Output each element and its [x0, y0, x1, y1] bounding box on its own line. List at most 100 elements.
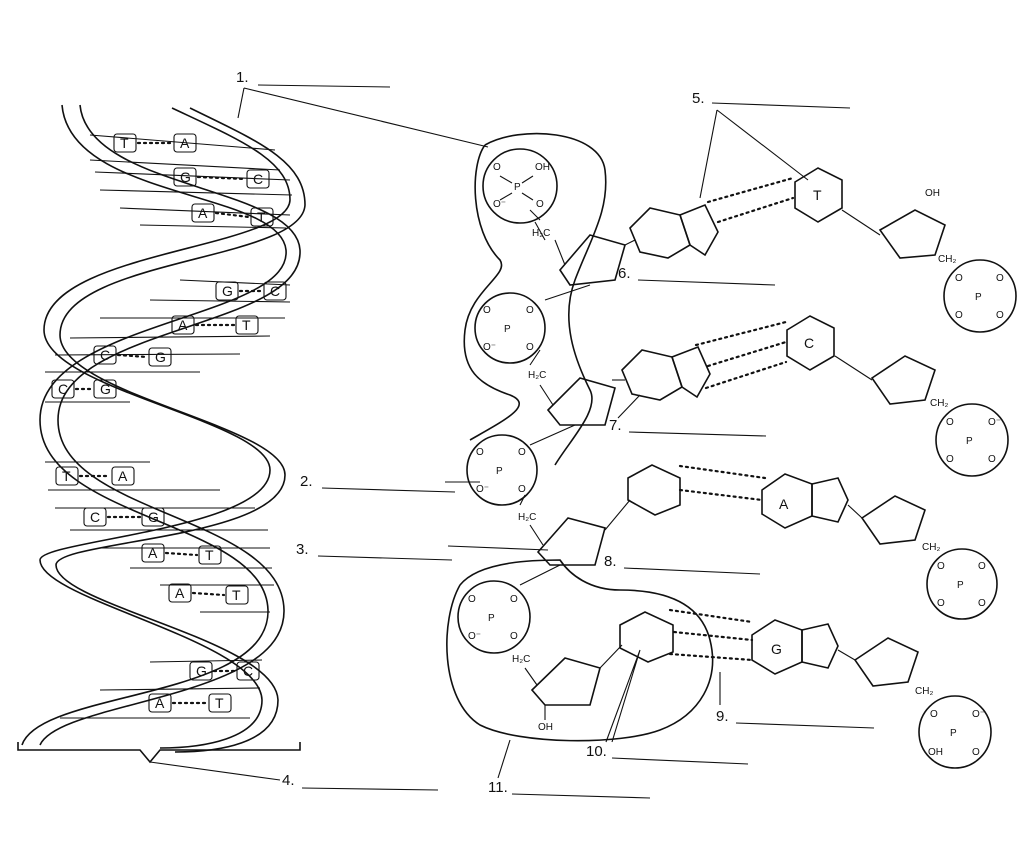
svg-text:O⁻: O⁻ [972, 709, 985, 720]
label-7-number: 7. [609, 417, 622, 434]
label-9-number: 9. [716, 708, 729, 725]
sugar-left-3: H₂C [518, 494, 606, 566]
helix-hbond-9 [164, 551, 199, 557]
sugar-right-1: OH CH₂ [841, 188, 956, 265]
svg-text:P: P [966, 436, 973, 447]
helix-base-right-7: A [118, 468, 128, 484]
label-3-number: 3. [296, 541, 309, 558]
label-6-number: 6. [618, 265, 631, 282]
svg-text:O: O [978, 598, 986, 609]
helix-base-box-left-6 [51, 379, 75, 399]
helix-base-right-5: G [155, 349, 166, 365]
svg-text:O: O [988, 454, 996, 465]
helix-base-box-right-10 [225, 585, 249, 605]
phosphate-right-4: P O O⁻ OH O [918, 695, 992, 769]
phosphate-left-4: P O O O⁻ O [457, 580, 531, 654]
helix-base-right-12: T [215, 695, 224, 711]
chemical-structure: P O OH O⁻ O P O O O⁻ O P O O O⁻ O [446, 132, 1017, 769]
helix-strand-a-edge [39, 104, 301, 746]
svg-text:O: O [972, 747, 980, 758]
phosphate-right-1: P O O O O [943, 259, 1017, 333]
svg-text:P: P [950, 728, 957, 739]
base-right-2-letter: C [804, 335, 814, 351]
helix-bracket [17, 742, 301, 764]
nucleotide-outline-bottom [446, 559, 714, 742]
label-10-number: 10. [586, 743, 607, 760]
helix-base-left-7: T [62, 468, 71, 484]
helix-base-right-6: G [100, 381, 111, 397]
svg-text:O: O [937, 598, 945, 609]
helix-base-left-10: A [175, 585, 185, 601]
svg-text:OH: OH [538, 722, 553, 733]
helix-base-left-8: C [90, 509, 100, 525]
svg-text:O: O [996, 310, 1004, 321]
phosphate-left-2: P O O O⁻ O [474, 292, 546, 364]
sugar-right-2: CH₂ [834, 355, 948, 409]
label-11-number: 11. [488, 779, 508, 796]
helix-base-right-4: T [242, 317, 251, 333]
phosphate-left-1: P O OH O⁻ O [482, 148, 558, 224]
svg-text:O: O [955, 273, 963, 284]
helix-base-box-left-0 [113, 133, 137, 153]
helix-strand-b-edge [55, 107, 306, 753]
svg-text:O: O [937, 561, 945, 572]
helix-base-left-1: G [180, 169, 191, 185]
svg-text:P: P [488, 613, 495, 624]
svg-text:O⁻: O⁻ [988, 417, 1001, 428]
svg-text:O⁻: O⁻ [476, 484, 489, 495]
helix-base-right-2: T [257, 209, 266, 225]
helix-base-box-right-11 [236, 661, 260, 681]
svg-text:O: O [996, 273, 1004, 284]
helix-base-box-left-9 [141, 543, 165, 563]
label-4-number: 4. [282, 772, 295, 789]
helix-hbond-2 [214, 211, 251, 219]
phosphate-right-3: P O O O O [926, 548, 998, 620]
svg-text:O: O [526, 305, 534, 316]
sugar-right-3: CH₂ [847, 495, 940, 553]
helix-base-left-12: A [155, 695, 165, 711]
helix-base-box-left-11 [189, 661, 213, 681]
svg-text:H₂C: H₂C [528, 370, 546, 381]
helix-base-box-left-4 [171, 315, 195, 335]
svg-text:O: O [510, 631, 518, 642]
svg-text:P: P [975, 292, 982, 303]
svg-text:O: O [476, 447, 484, 458]
svg-text:H₂C: H₂C [518, 512, 536, 523]
svg-text:CH₂: CH₂ [930, 398, 948, 409]
svg-text:P: P [957, 580, 964, 591]
svg-text:O: O [493, 162, 501, 173]
backbone-left [519, 221, 591, 586]
helix-base-box-left-1 [173, 167, 197, 187]
svg-text:CH₂: CH₂ [915, 686, 933, 697]
helix-base-box-right-3 [263, 281, 287, 301]
svg-text:CH₂: CH₂ [938, 254, 956, 265]
label-1-number: 1. [236, 69, 249, 86]
helix-base-right-1: C [253, 171, 263, 187]
helix-base-left-11: G [196, 663, 207, 679]
label-2-number: 2. [300, 473, 313, 490]
base-right-1: T [794, 167, 843, 223]
base-right-4: G [751, 619, 839, 675]
svg-text:O: O [946, 417, 954, 428]
helix-base-box-left-7 [55, 466, 79, 486]
helix-rungs [45, 134, 293, 719]
hydrogen-bonds [668, 176, 795, 662]
helix-base-box-right-12 [208, 693, 232, 713]
helix-base-box-right-2 [250, 207, 274, 227]
svg-text:O: O [518, 447, 526, 458]
helix-base-right-9: T [205, 547, 214, 563]
label-5-number: 5. [692, 90, 705, 107]
base-left-3 [604, 464, 681, 531]
phosphate-left-3: P O O O⁻ O [466, 434, 538, 506]
helix-base-right-0: A [180, 135, 190, 151]
helix-base-box-right-8 [141, 507, 165, 527]
helix-base-left-6: C [58, 381, 68, 397]
sugar-left-4: H₂C OH [512, 654, 601, 733]
helix-base-box-right-7 [111, 466, 135, 486]
base-left-1 [624, 203, 719, 259]
helix-base-box-right-1 [246, 169, 270, 189]
svg-text:CH₂: CH₂ [922, 542, 940, 553]
